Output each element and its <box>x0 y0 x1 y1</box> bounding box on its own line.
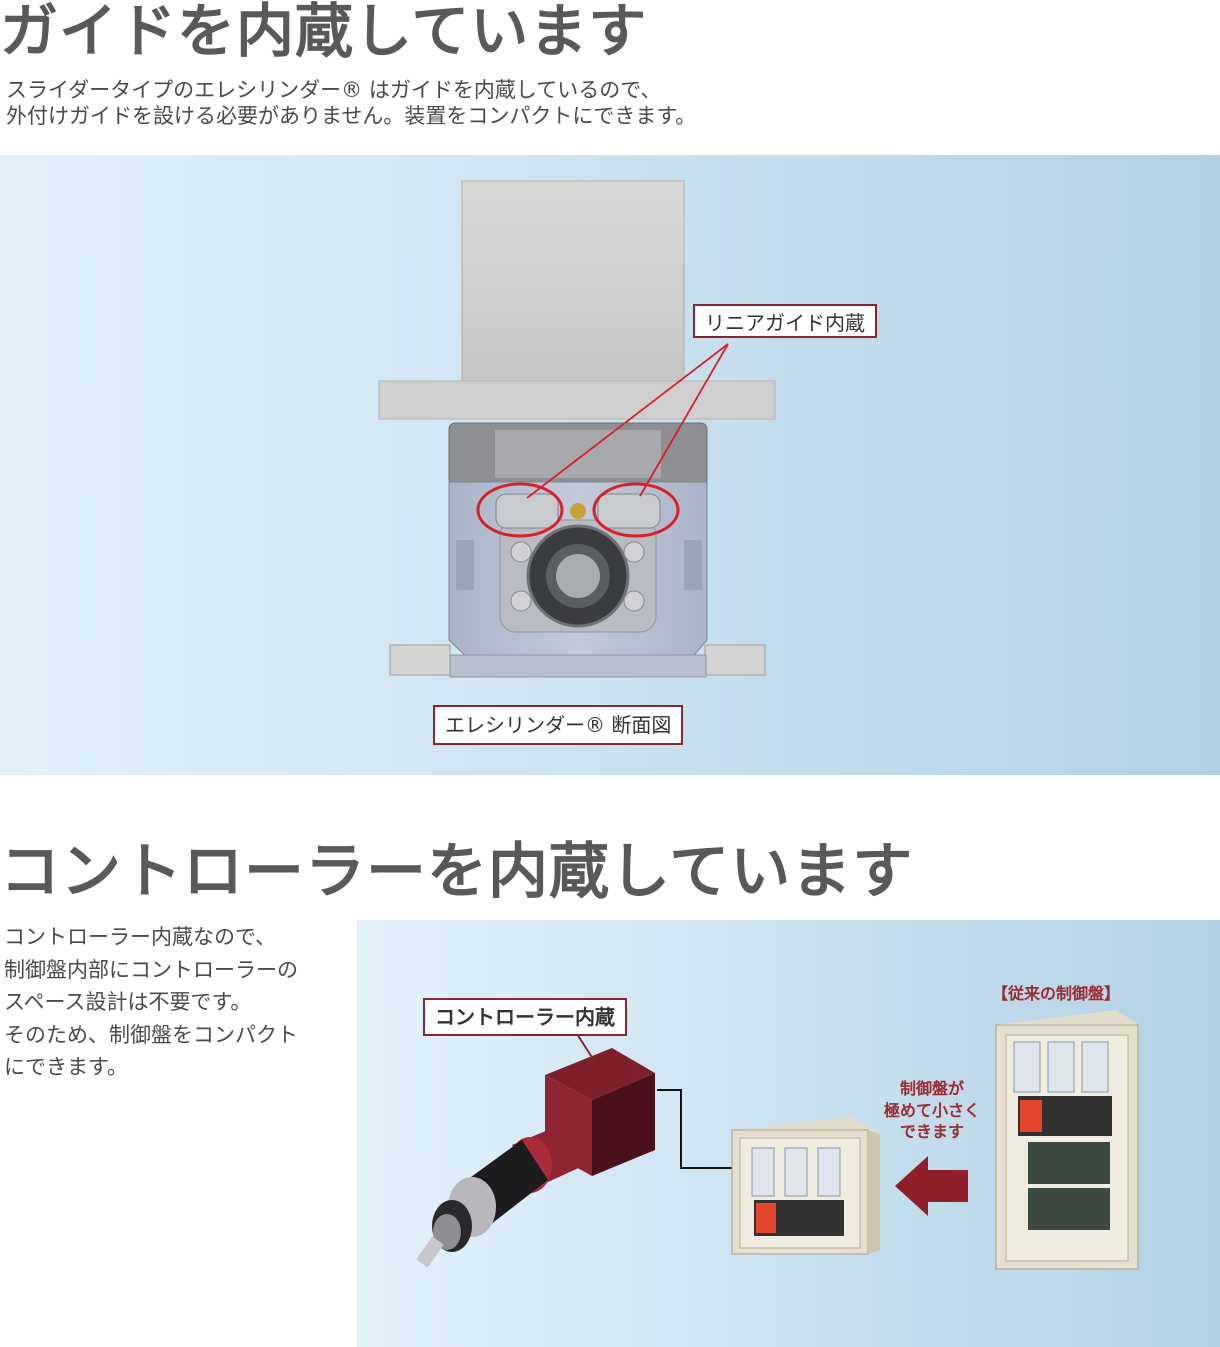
controller-description-line-3: スペース設計は不要です。 <box>4 990 252 1015</box>
guide-highlight-left <box>476 482 564 538</box>
controller-description-line-1: コントローラー内蔵なので、 <box>4 925 277 949</box>
compact-callout-line-3: できます <box>899 1122 964 1142</box>
mount-foot-right <box>704 644 766 676</box>
compact-callout: 制御盤が 極めて小さく できます <box>872 1078 992 1143</box>
cross-section-illustration <box>378 180 776 678</box>
table-plate <box>378 380 776 420</box>
controller-description-line-4: そのため、制御盤をコンパクト <box>4 1022 298 1047</box>
section-title-guide: ガイドを内蔵しています <box>0 0 648 65</box>
compact-control-cabinet <box>731 1117 880 1255</box>
guide-description-line-2: 外付けガイドを設ける必要がありません。装置をコンパクトにできます。 <box>6 104 697 129</box>
linear-guide-left <box>495 493 559 529</box>
compact-callout-line-1: 制御盤が <box>899 1079 964 1098</box>
cross-section-label: エレシリンダー® 断面図 <box>433 705 684 745</box>
compact-callout-line-2: 極めて小さく <box>883 1100 980 1120</box>
controller-description-line-2: 制御盤内部にコントローラーの <box>4 957 298 982</box>
load-block <box>461 180 685 385</box>
mount-foot-left <box>389 644 451 676</box>
conventional-cabinet-label: 【従来の制御盤】 <box>992 984 1121 1003</box>
controller-description-line-5: にできます。 <box>4 1055 128 1080</box>
builtin-controller-label: コントローラー内蔵 <box>423 998 627 1036</box>
section-title-controller: コントローラーを内蔵しています <box>0 837 914 907</box>
conventional-control-cabinet <box>995 1010 1139 1270</box>
guide-description-line-1: スライダータイプのエレシリンダー® はガイドを内蔵しているので、 <box>6 78 662 102</box>
controller-description: コントローラー内蔵なので、 制御盤内部にコントローラーの スペース設計は不要です… <box>4 921 354 1084</box>
actuator-with-controller <box>416 1048 655 1268</box>
linear-guide-right <box>597 493 661 529</box>
linear-guide-label: リニアガイド内蔵 <box>693 304 877 338</box>
shrink-arrow <box>895 1156 968 1216</box>
guide-description: スライダータイプのエレシリンダー® はガイドを内蔵しているので、 外付けガイドを… <box>6 77 696 130</box>
guide-highlight-right <box>592 482 680 538</box>
